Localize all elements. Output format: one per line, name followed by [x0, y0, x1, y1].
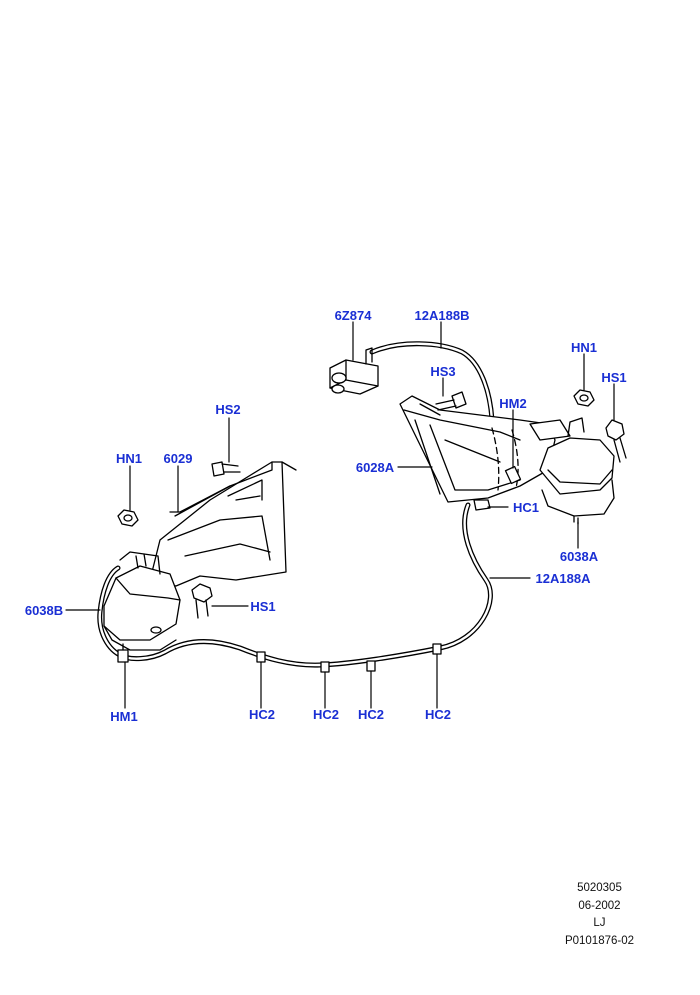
- callout-hc1: HC1: [513, 500, 539, 515]
- engine-mount-6038a: [539, 417, 615, 525]
- callout-hn1-right: HN1: [571, 340, 597, 355]
- callout-6038a: 6038A: [560, 549, 599, 564]
- nut-hn1-right: [573, 389, 595, 407]
- drawing-reference: P0101876-02: [564, 934, 634, 947]
- bolt-hs1-right: [605, 419, 627, 463]
- callout-12a188a: 12A188A: [536, 571, 592, 586]
- drawing-code: 5020305: [577, 882, 622, 894]
- engine-mount-6038b: [103, 551, 181, 651]
- bracket-6028a: [399, 395, 571, 503]
- vacuum-hose-12a188a: [97, 502, 493, 668]
- bolt-hs1-left: [191, 583, 213, 619]
- drawing-metadata: 5020305 06-2002 LJ P0101876-02: [565, 880, 634, 950]
- callout-6z874: 6Z874: [335, 308, 373, 323]
- callout-hs2: HS2: [215, 402, 240, 417]
- callout-6029: 6029: [164, 451, 193, 466]
- drawing-date: 06-2002: [578, 899, 621, 912]
- callout-hc2-3: HC2: [358, 707, 384, 722]
- callout-12a188b: 12A188B: [415, 308, 470, 323]
- callout-hc2-1: HC2: [249, 707, 275, 722]
- bolt-hs3: [435, 391, 467, 411]
- hose-fitting-hm1: [117, 643, 129, 663]
- callout-6028a: 6028A: [356, 460, 395, 475]
- leader-lines: [65, 321, 615, 709]
- hose-clip-hc1: [473, 499, 491, 511]
- callout-hm2: HM2: [499, 396, 526, 411]
- callout-hm1: HM1: [110, 709, 137, 724]
- callout-hs1-left: HS1: [250, 599, 275, 614]
- callout-6038b: 6038B: [25, 603, 63, 618]
- nut-hn1-left: [117, 509, 139, 527]
- hose-clips-hc2: [256, 643, 442, 673]
- hose-fitting-hm2: [504, 465, 522, 485]
- callout-hs3: HS3: [430, 364, 455, 379]
- callout-hc2-2: HC2: [313, 707, 339, 722]
- drawing-initials: LJ: [593, 917, 606, 929]
- bolt-hs2: [211, 461, 241, 477]
- bracket-6029: [149, 461, 297, 587]
- callout-hs1-right: HS1: [601, 370, 626, 385]
- callout-hc2-4: HC2: [425, 707, 451, 722]
- callout-hn1-left: HN1: [116, 451, 142, 466]
- solenoid-valve-6z874: [329, 347, 379, 395]
